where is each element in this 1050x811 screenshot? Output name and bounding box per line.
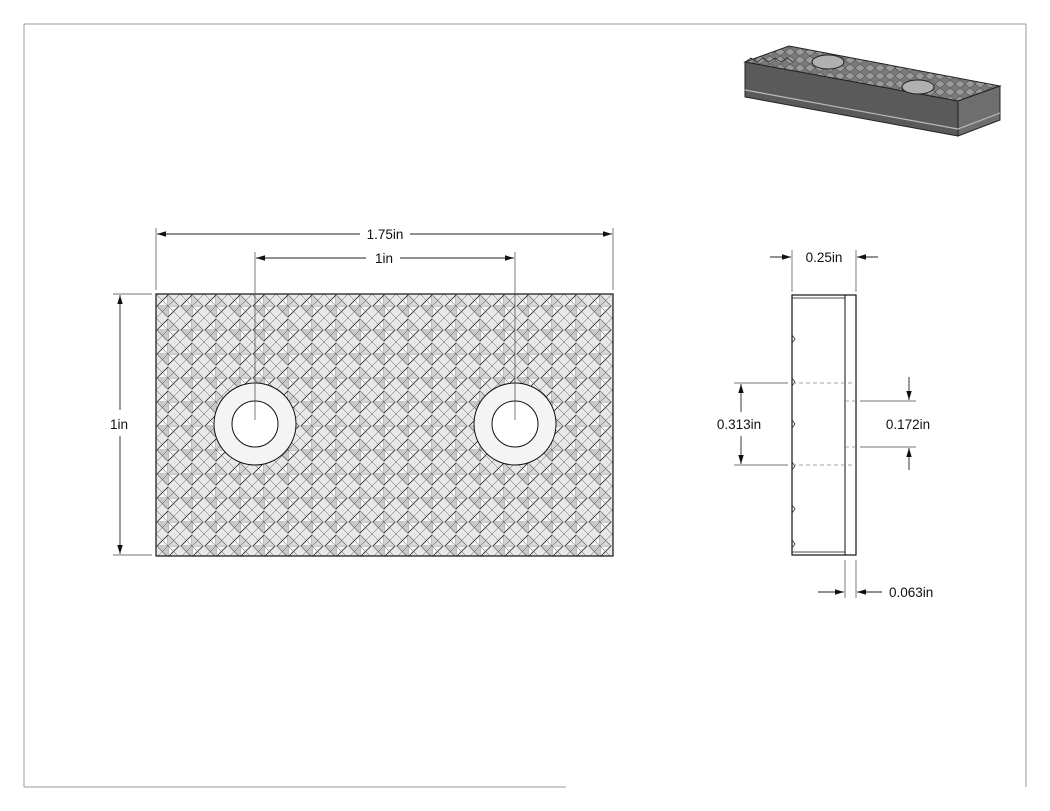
side-view xyxy=(791,294,857,556)
front-view xyxy=(155,293,614,557)
isometric-view xyxy=(743,45,1002,137)
label-overall-length: 1.75in xyxy=(367,227,404,242)
dimension-hole-diameter: 0.172in xyxy=(860,377,930,470)
dimension-base-thickness: 0.063in xyxy=(818,560,933,600)
dimension-thickness: 0.25in xyxy=(770,250,878,292)
label-counterbore-diameter: 0.313in xyxy=(717,417,761,432)
sheet-border xyxy=(23,23,1027,788)
label-thickness: 0.25in xyxy=(806,250,843,265)
iso-hole-1 xyxy=(811,54,845,70)
dimension-counterbore-diameter: 0.313in xyxy=(717,382,788,466)
label-hole-spacing: 1in xyxy=(375,251,393,266)
label-base-thickness: 0.063in xyxy=(889,585,933,600)
iso-hole-2 xyxy=(901,79,935,95)
dimension-overall-height: 1in xyxy=(110,293,152,556)
dimension-hole-spacing: 1in xyxy=(254,251,516,420)
dimension-overall-length: 1.75in xyxy=(155,227,614,290)
label-overall-height: 1in xyxy=(110,417,128,432)
side-view-body xyxy=(791,294,857,556)
label-hole-diameter: 0.172in xyxy=(886,417,930,432)
